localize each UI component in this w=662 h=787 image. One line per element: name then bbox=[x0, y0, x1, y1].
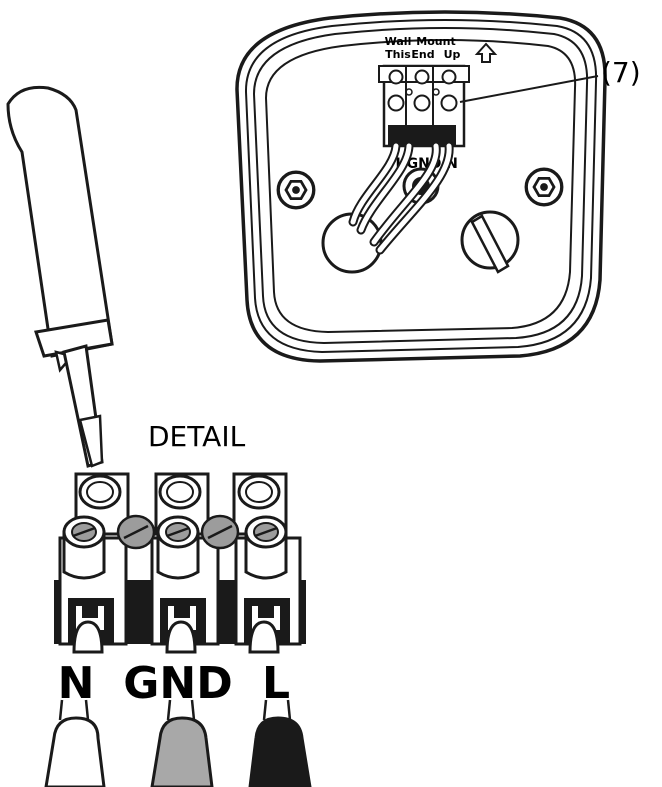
callout-label: (7) bbox=[601, 56, 641, 89]
mount-plate: Wall This Mount End Up (7) L GND N bbox=[235, 10, 641, 363]
screw-icon bbox=[524, 167, 564, 207]
wire-label-gnd: GND bbox=[123, 658, 232, 709]
label-up: Up bbox=[444, 48, 461, 61]
label-this: This bbox=[385, 48, 411, 61]
mount-terminal-block bbox=[378, 64, 470, 148]
screw-icon bbox=[276, 170, 316, 210]
arrow-up-icon bbox=[474, 42, 498, 63]
bracket-knob bbox=[460, 210, 520, 274]
label-mount: Mount bbox=[416, 35, 455, 48]
callout-leader bbox=[459, 75, 599, 103]
terminal-screws bbox=[62, 515, 288, 580]
mount-instruction-labels: Wall This Mount End Up bbox=[385, 35, 461, 61]
detail-label: DETAIL bbox=[148, 420, 246, 453]
wire-n bbox=[44, 699, 106, 787]
terminal-top-holes bbox=[78, 474, 281, 510]
terminal-clamps bbox=[116, 514, 240, 550]
small-label-n: N bbox=[446, 156, 458, 172]
label-wall: Wall bbox=[385, 35, 412, 48]
label-end: End bbox=[411, 48, 434, 61]
wire-l bbox=[248, 699, 312, 787]
detail-conductors bbox=[72, 620, 280, 654]
wire-label-n: N bbox=[58, 658, 95, 709]
wire-gnd bbox=[150, 699, 214, 787]
mount-wires bbox=[348, 141, 454, 255]
screwdriver-icon bbox=[6, 85, 114, 468]
